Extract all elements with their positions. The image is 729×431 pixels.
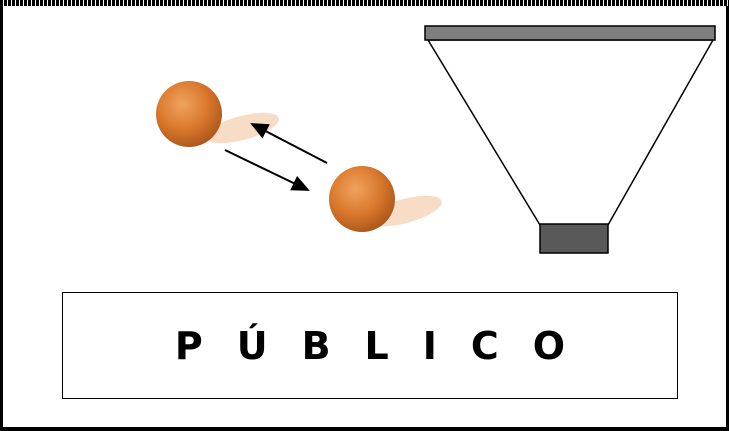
label-box: PÚBLICO xyxy=(62,292,678,399)
ball-right-body xyxy=(329,166,395,232)
ball-right xyxy=(329,166,442,232)
ball-left-shadow xyxy=(205,112,279,144)
publico-label: PÚBLICO xyxy=(174,323,600,368)
funnel xyxy=(424,25,716,254)
ball-left-body xyxy=(156,81,222,147)
funnel-body xyxy=(426,39,715,226)
funnel-spout xyxy=(539,223,609,254)
top-border-strip xyxy=(0,0,729,6)
arrow-down-right xyxy=(224,149,310,191)
funnel-top-bar xyxy=(424,25,716,41)
arrow-up-left xyxy=(250,123,328,164)
ball-left xyxy=(156,81,279,147)
